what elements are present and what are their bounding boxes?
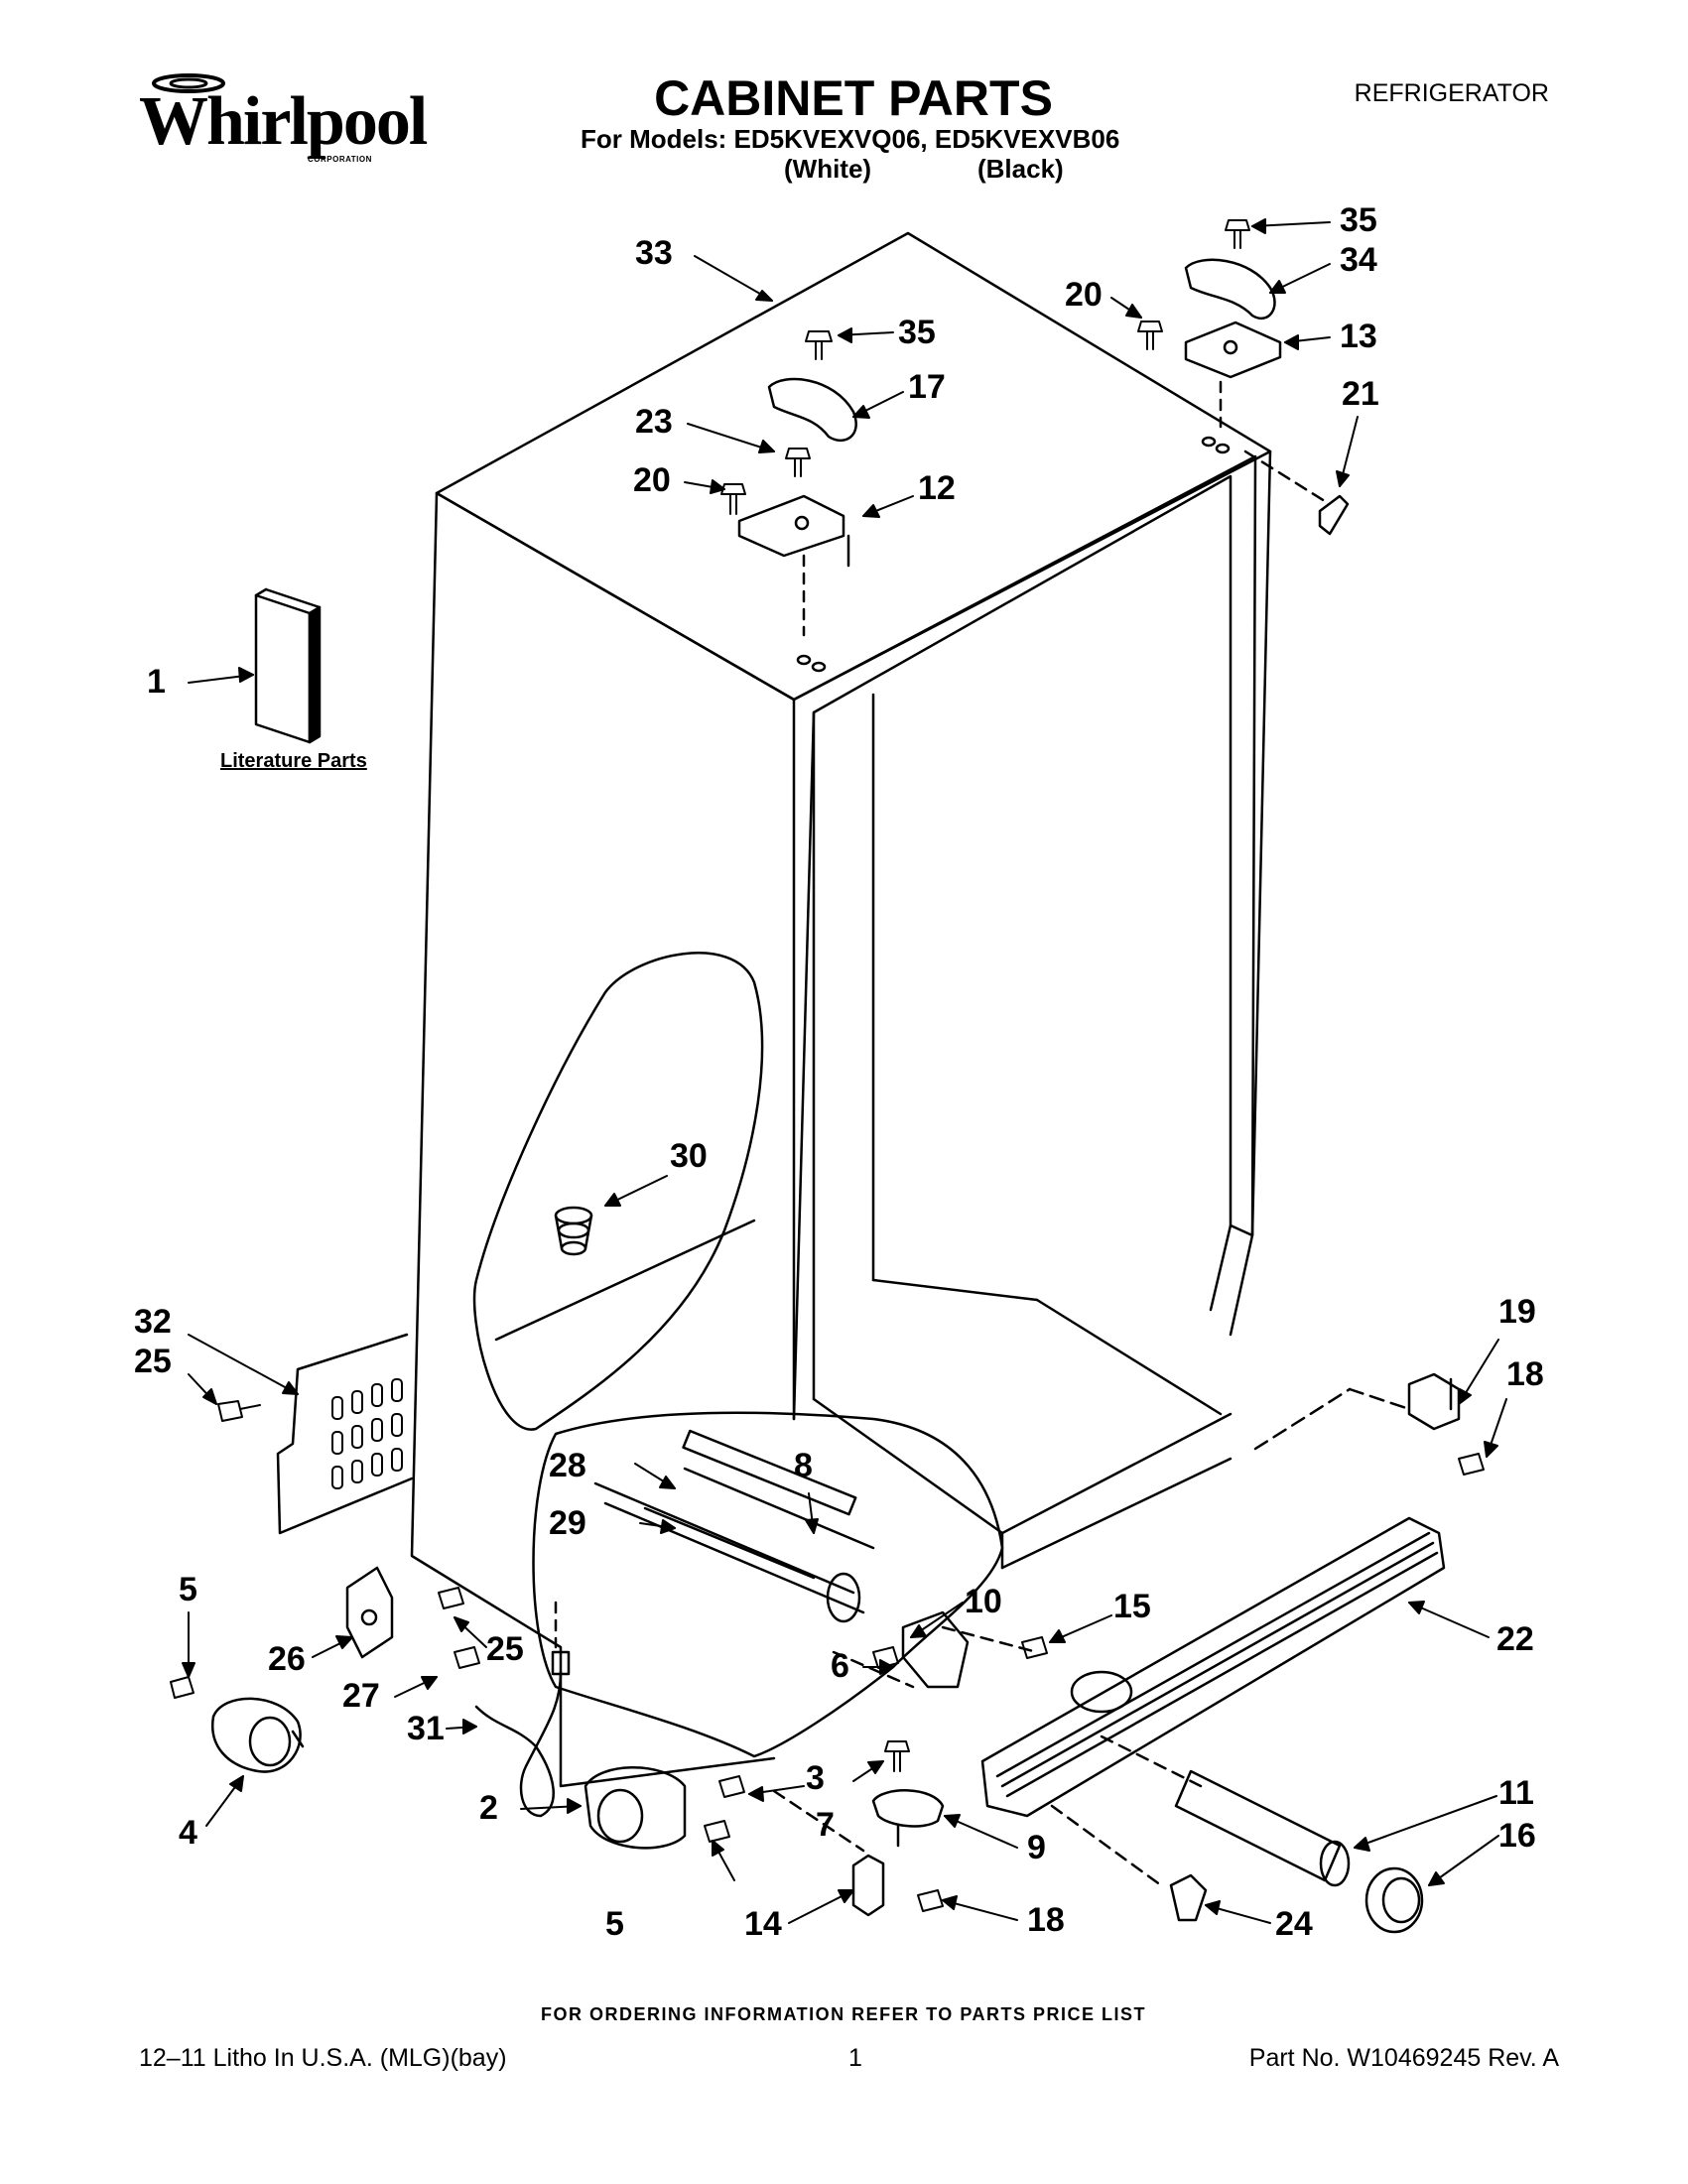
callout-19: 19 — [1498, 1293, 1536, 1331]
callout-31: 31 — [407, 1710, 445, 1747]
cutaway-lower — [532, 1411, 1004, 1758]
brand-corporation: CORPORATION — [308, 155, 372, 164]
callout-15: 17 — [908, 368, 946, 406]
page-number: 1 — [848, 2044, 862, 2072]
callout-35-center: 35 — [898, 314, 936, 351]
color-black-label: (Black) — [977, 154, 1064, 184]
callout-25-left: 25 — [134, 1343, 172, 1380]
callout-22: 22 — [1496, 1620, 1534, 1658]
callout-8: 8 — [794, 1447, 813, 1484]
brand-name: Whirlpool — [139, 83, 428, 160]
callout-1: 1 — [147, 663, 166, 701]
callout-arrows — [182, 218, 1507, 1924]
callout-24: 24 — [1275, 1905, 1313, 1943]
whirlpool-logo: Whirlpool CORPORATION — [139, 67, 428, 167]
callout-27: 27 — [342, 1677, 380, 1715]
callout-21: 21 — [1342, 375, 1379, 413]
callout-5-top: 5 — [179, 1571, 197, 1608]
page-title: CABINET PARTS — [654, 70, 1053, 126]
callout-11: 11 — [1498, 1774, 1534, 1812]
callout-16: 14 — [744, 1905, 782, 1943]
callout-25-lower: 25 — [486, 1630, 524, 1668]
callout-3: 3 — [806, 1759, 825, 1797]
ordering-note: FOR ORDERING INFORMATION REFER TO PARTS … — [540, 2004, 1146, 2024]
callout-5-bottom: 5 — [605, 1905, 624, 1943]
callout-4: 4 — [179, 1814, 197, 1852]
callout-18-bottom: 18 — [1027, 1901, 1065, 1939]
callout-2: 2 — [479, 1789, 498, 1827]
literature-parts-label: Literature Parts — [220, 750, 367, 772]
callout-35-right: 35 — [1340, 201, 1377, 239]
callout-28: 28 — [549, 1447, 586, 1484]
callout-29: 29 — [549, 1504, 586, 1542]
callout-7: 7 — [816, 1806, 835, 1844]
rear-panel — [276, 1333, 414, 1535]
callout-20-right: 20 — [1065, 276, 1103, 314]
logo-swoosh-icon — [152, 73, 225, 93]
callout-26-label: 26 — [268, 1640, 306, 1678]
top-hinge-center — [737, 377, 857, 673]
category-label: REFRIGERATOR — [1354, 79, 1549, 107]
color-white-label: (White) — [784, 154, 872, 184]
cabinet-body — [410, 231, 1272, 1788]
callout-23: 23 — [635, 403, 673, 441]
top-hinge-right — [1184, 258, 1350, 536]
callout-13: 13 — [1340, 318, 1377, 355]
callout-12: 12 — [918, 469, 956, 507]
cutaway-upper — [472, 952, 764, 1431]
callout-9: 9 — [1027, 1829, 1046, 1866]
callout-18-right: 18 — [1506, 1355, 1544, 1393]
callout-32: 32 — [134, 1303, 172, 1341]
screws — [170, 219, 1485, 1912]
callout-14: 15 — [1113, 1588, 1151, 1625]
litho-info: 12–11 Litho In U.S.A. (MLG)(bay) — [139, 2044, 507, 2072]
callout-33: 33 — [635, 234, 673, 272]
callout-10: 10 — [965, 1583, 1002, 1620]
callout-34-text: 34 — [1340, 241, 1377, 279]
callout-30: 30 — [670, 1137, 708, 1175]
callout-6: 6 — [831, 1647, 849, 1685]
callout-17: 16 — [1498, 1817, 1536, 1855]
part-number: Part No. W10469245 Rev. A — [1248, 2044, 1559, 2072]
models-line: For Models: ED5KVEXVQ06, ED5KVEXVB06 — [581, 124, 1120, 154]
lower-components — [210, 1372, 1461, 1934]
literature-book — [254, 587, 322, 744]
callout-20-center: 20 — [633, 461, 671, 499]
